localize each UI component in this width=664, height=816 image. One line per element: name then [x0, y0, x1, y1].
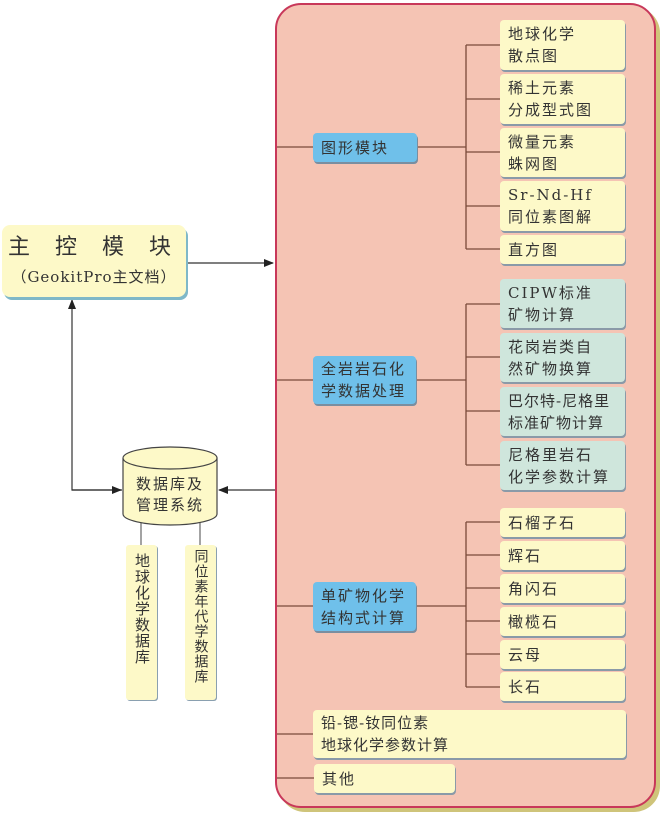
leaf-granite-mineral[interactable]: 花岗岩类自 然矿物换算: [500, 333, 625, 382]
isotope-geochronology-database-label: 同位素年代学数据库: [192, 549, 209, 684]
leaf-label: Sr-Nd-Hf 同位素图解: [508, 186, 594, 226]
geochemistry-database[interactable]: 地球化学数据库: [126, 545, 157, 700]
leaf-geochem-scatter[interactable]: 地球化学 散点图: [500, 20, 625, 70]
module-pb-sr-nd-isotope[interactable]: 铅-锶-钕同位素 地球化学参数计算: [313, 710, 626, 758]
master-control-module[interactable]: 主 控 模 块 （GeokitPro主文档）: [2, 225, 186, 297]
leaf-cipw[interactable]: CIPW标准 矿物计算: [500, 279, 625, 328]
leaf-label: 石榴子石: [508, 513, 577, 532]
leaf-histogram[interactable]: 直方图: [500, 235, 625, 264]
arrow-database-to-master: [68, 299, 122, 491]
module-single-mineral-label: 单矿物化学 结构式计算: [321, 586, 407, 627]
leaf-pyroxene[interactable]: 辉石: [500, 541, 625, 570]
module-graphics[interactable]: 图形模块: [313, 133, 417, 162]
leaf-garnet[interactable]: 石榴子石: [500, 508, 625, 537]
leaf-label: 云母: [508, 645, 543, 664]
leaf-label: CIPW标准 矿物计算: [508, 283, 593, 324]
leaf-label: 角闪石: [508, 579, 560, 598]
leaf-mica[interactable]: 云母: [500, 640, 625, 669]
leaf-label: 巴尔特-尼格里 标准矿物计算: [508, 391, 611, 432]
leaf-label: 稀土元素 分成型式图: [508, 79, 594, 119]
isotope-geochronology-database[interactable]: 同位素年代学数据库: [185, 545, 216, 700]
module-graphics-label: 图形模块: [321, 138, 390, 157]
leaf-label: 橄榄石: [508, 612, 560, 631]
leaf-ree-pattern[interactable]: 稀土元素 分成型式图: [500, 74, 625, 124]
leaf-niggli-params[interactable]: 尼格里岩石 化学参数计算: [500, 441, 625, 490]
database-cylinder-icon: [122, 446, 218, 526]
master-title: 主 控 模 块: [8, 235, 180, 260]
leaf-label: 地球化学 散点图: [508, 25, 577, 65]
leaf-label: 辉石: [508, 546, 543, 565]
leaf-label: 微量元素 蛛网图: [508, 132, 577, 173]
module-other-label: 其他: [322, 769, 357, 788]
leaf-feldspar[interactable]: 长石: [500, 672, 625, 701]
geochemistry-database-label: 地球化学数据库: [133, 553, 151, 665]
leaf-trace-spider[interactable]: 微量元素 蛛网图: [500, 128, 625, 177]
master-subtitle: （GeokitPro主文档）: [11, 268, 177, 286]
leaf-label: 长石: [508, 677, 543, 696]
leaf-amphibole[interactable]: 角闪石: [500, 574, 625, 603]
leaf-barth-niggli[interactable]: 巴尔特-尼格里 标准矿物计算: [500, 387, 625, 436]
leaf-label: 花岗岩类自 然矿物换算: [508, 337, 594, 378]
database-label[interactable]: 数据库及 管理系统: [135, 475, 204, 514]
module-single-mineral[interactable]: 单矿物化学 结构式计算: [313, 582, 416, 631]
module-whole-rock-label: 全岩岩石化 学数据处理: [321, 360, 407, 400]
module-other[interactable]: 其他: [314, 764, 455, 793]
module-pb-sr-nd-label: 铅-锶-钕同位素 地球化学参数计算: [321, 714, 450, 754]
leaf-olivine[interactable]: 橄榄石: [500, 607, 625, 636]
module-whole-rock[interactable]: 全岩岩石化 学数据处理: [313, 356, 416, 404]
leaf-label: 直方图: [508, 240, 560, 259]
leaf-sr-nd-hf[interactable]: Sr-Nd-Hf 同位素图解: [500, 181, 625, 231]
leaf-label: 尼格里岩石 化学参数计算: [508, 445, 611, 486]
